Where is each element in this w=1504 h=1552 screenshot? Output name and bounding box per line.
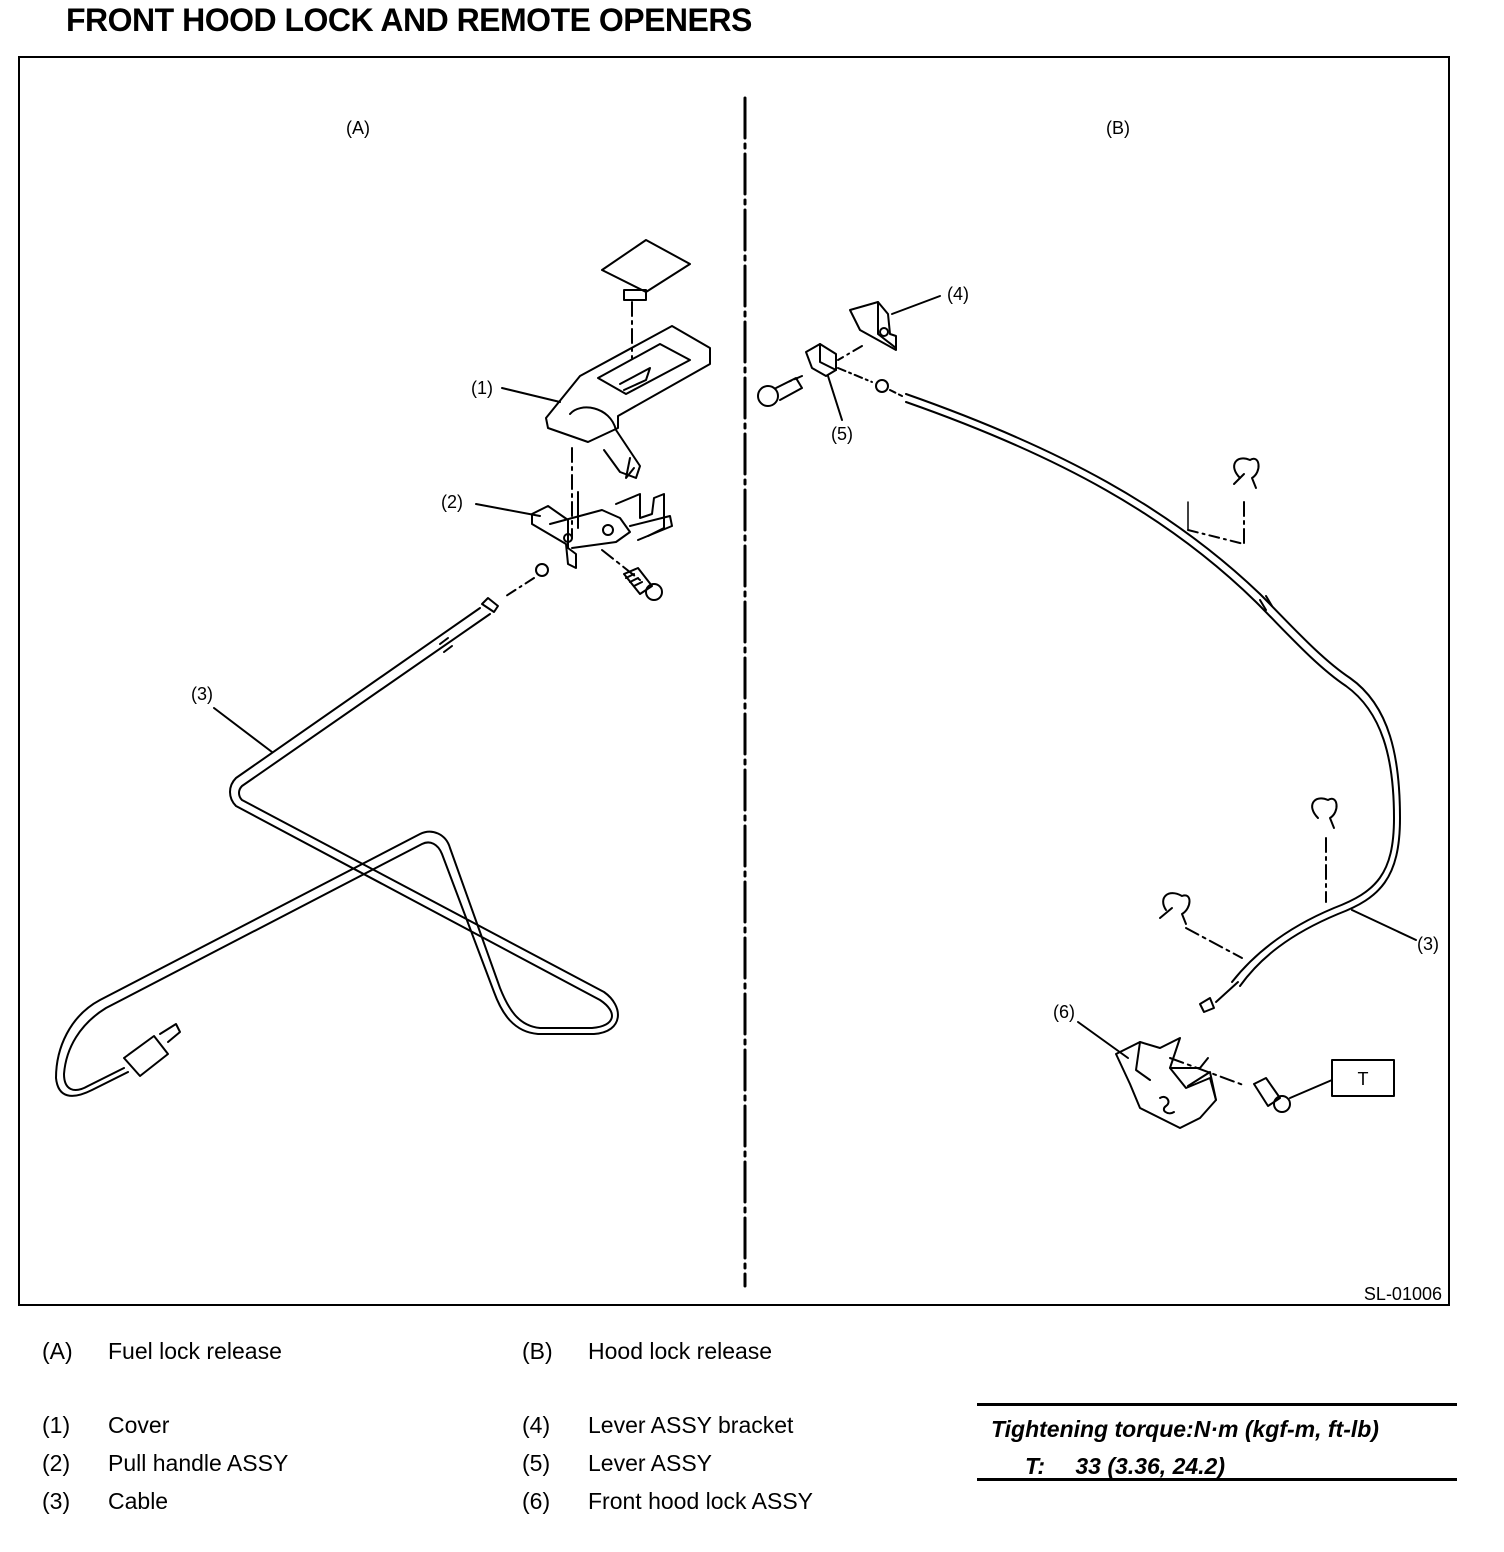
torque-marker-box xyxy=(1331,1059,1395,1097)
legend-key-2: (2) xyxy=(42,1450,71,1476)
torque-symbol: T: xyxy=(1025,1453,1046,1479)
lever-part xyxy=(805,343,837,377)
cable-b xyxy=(905,393,1401,1003)
callout-5: (5) xyxy=(831,424,853,444)
clip-3 xyxy=(1159,892,1191,925)
bolt-b2 xyxy=(1253,1077,1291,1113)
callout-1: (1) xyxy=(471,378,493,398)
legend-key-b: (B) xyxy=(522,1338,553,1364)
callout-3-a: (3) xyxy=(191,684,213,704)
cover-part xyxy=(545,325,711,479)
panel-b-label: (B) xyxy=(1106,118,1130,138)
legend-key-6: (6) xyxy=(522,1488,551,1514)
front-hood-lock-part xyxy=(1115,1037,1217,1129)
legend-text-a: Fuel lock release xyxy=(108,1338,282,1364)
cable-end-b1 xyxy=(875,379,889,393)
torque-marker-label: T xyxy=(1358,1069,1369,1089)
torque-spec-title: Tightening torque:N·m (kgf-m, ft-lb) xyxy=(991,1416,1379,1442)
torque-spec-line: T: 33 (3.36, 24.2) xyxy=(1025,1453,1225,1480)
panel-a-label: (A) xyxy=(346,118,370,138)
legend-text-b: Hood lock release xyxy=(588,1338,773,1364)
exploded-view-drawing: (A) (B) (1) (2) (3) (4) (5) (3) (6) T SL… xyxy=(55,96,1442,1304)
legend-key-3: (3) xyxy=(42,1488,71,1514)
legend-text-4: Lever ASSY bracket xyxy=(588,1412,794,1438)
clip-2 xyxy=(1311,797,1338,829)
page-title: FRONT HOOD LOCK AND REMOTE OPENERS xyxy=(66,2,752,38)
legend-text-1: Cover xyxy=(108,1412,170,1438)
legend-key-a: (A) xyxy=(42,1338,73,1364)
clip-1 xyxy=(1233,457,1260,489)
legend-key-4: (4) xyxy=(522,1412,551,1438)
cable-end-a xyxy=(535,563,549,577)
callout-6: (6) xyxy=(1053,1002,1075,1022)
legend-text-3: Cable xyxy=(108,1488,169,1514)
lever-bracket-part xyxy=(849,301,897,351)
legend-text-2: Pull handle ASSY xyxy=(108,1450,289,1476)
callout-2: (2) xyxy=(441,492,463,512)
cable-end-b2 xyxy=(1199,997,1215,1013)
figure-code: SL-01006 xyxy=(1364,1284,1442,1304)
legend-text-5: Lever ASSY xyxy=(588,1450,713,1476)
legend-key-5: (5) xyxy=(522,1450,551,1476)
legend-key-1: (1) xyxy=(42,1412,71,1438)
torque-spec-box: Tightening torque:N·m (kgf-m, ft-lb) T: … xyxy=(977,1403,1457,1481)
bolt-a xyxy=(623,567,663,601)
pull-handle-part xyxy=(531,491,673,569)
torque-value: 33 (3.36, 24.2) xyxy=(1075,1453,1225,1479)
callout-4: (4) xyxy=(947,284,969,304)
exploded-view-figure: (A) (B) (1) (2) (3) (4) (5) (3) (6) T SL… xyxy=(18,56,1450,1306)
cover-cap xyxy=(601,239,691,301)
cable-a xyxy=(55,597,619,1097)
legend-text-6: Front hood lock ASSY xyxy=(588,1488,814,1514)
callout-3-b: (3) xyxy=(1417,934,1439,954)
bolt-b1 xyxy=(757,377,803,407)
